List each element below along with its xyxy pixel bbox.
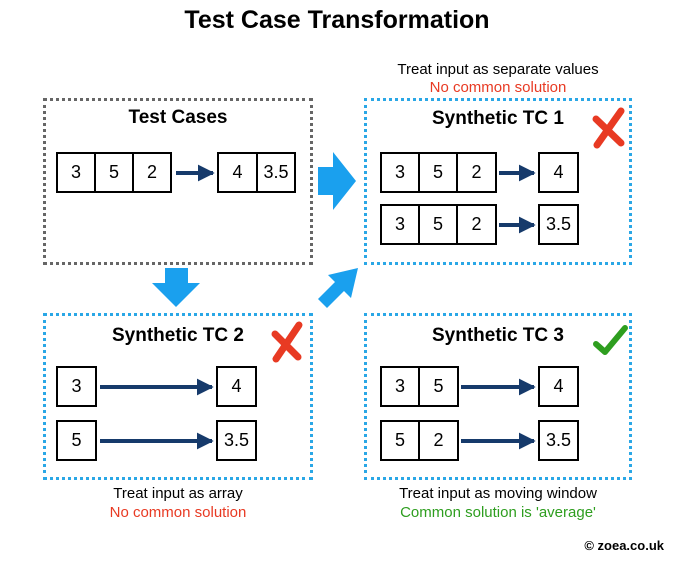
- synthetic-tc3-panel: Synthetic TC 3: [364, 313, 632, 480]
- test-case-input-cell: 2: [132, 152, 172, 193]
- tc3-output-cell: 3.5: [538, 420, 579, 461]
- cross-icon: [592, 107, 625, 149]
- synthetic-tc1-title: Synthetic TC 1: [432, 108, 564, 129]
- tc1-result: No common solution: [429, 79, 567, 96]
- tc2-input-cell: 3: [56, 366, 97, 407]
- tc2-output-cell: 3.5: [216, 420, 257, 461]
- tc1-input-cell: 2: [456, 204, 497, 245]
- arrow-up-right-icon: [318, 268, 358, 308]
- test-case-output-cell: 4: [217, 152, 258, 193]
- page-title: Test Case Transformation: [184, 6, 490, 34]
- tc1-input-cell: 3: [380, 152, 420, 193]
- arrow-down-icon: [152, 268, 200, 307]
- tc3-input-cell: 2: [418, 420, 459, 461]
- tc1-input-cell: 3: [380, 204, 420, 245]
- tc2-output-cell: 4: [216, 366, 257, 407]
- cross-icon: [271, 321, 303, 363]
- test-cases-title: Test Cases: [128, 107, 228, 128]
- tc3-result: Common solution is 'average': [400, 504, 596, 521]
- tc3-output-cell: 4: [538, 366, 579, 407]
- tc2-input-cell: 5: [56, 420, 97, 461]
- synthetic-tc3-title: Synthetic TC 3: [432, 325, 564, 346]
- tc2-result: No common solution: [109, 504, 247, 521]
- check-icon: [593, 325, 628, 355]
- test-case-input-cell: 3: [56, 152, 96, 193]
- tc1-input-cell: 2: [456, 152, 497, 193]
- tc2-caption: Treat input as array: [113, 485, 243, 502]
- tc1-output-cell: 3.5: [538, 204, 579, 245]
- test-case-input-cell: 5: [94, 152, 134, 193]
- arrow-right-icon: [318, 152, 356, 210]
- tc1-output-cell: 4: [538, 152, 579, 193]
- synthetic-tc2-title: Synthetic TC 2: [112, 325, 244, 346]
- tc3-caption: Treat input as moving window: [399, 485, 597, 502]
- copyright-text: © zoea.co.uk: [584, 538, 664, 553]
- synthetic-tc2-panel: Synthetic TC 2: [43, 313, 313, 480]
- tc1-caption: Treat input as separate values: [397, 61, 599, 78]
- tc3-input-cell: 5: [418, 366, 459, 407]
- test-cases-panel: Test Cases: [43, 98, 313, 265]
- synthetic-tc1-panel: Synthetic TC 1: [364, 98, 632, 265]
- test-case-output-cell: 3.5: [256, 152, 296, 193]
